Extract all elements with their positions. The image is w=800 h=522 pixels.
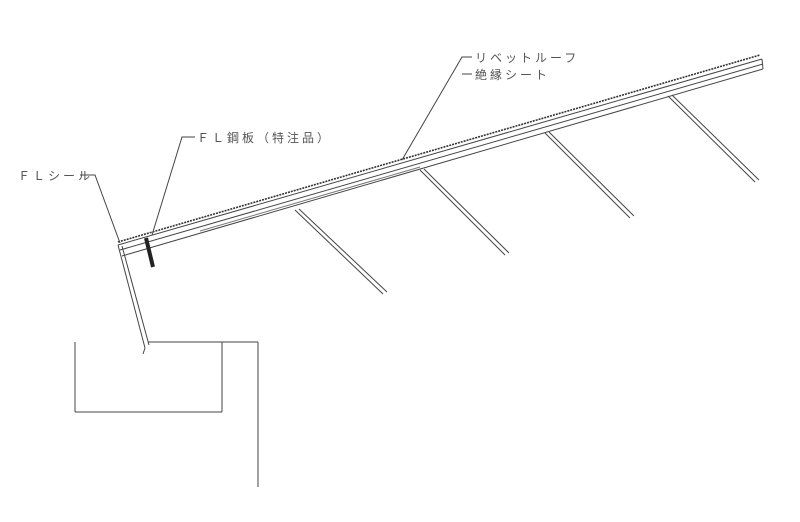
label-insulation-sheet: 絶縁シート <box>475 68 551 82</box>
purlins <box>294 94 760 295</box>
label-fl-seal: ＦＬシール <box>18 169 94 183</box>
wall-structure <box>74 341 259 487</box>
roof-panel <box>117 54 764 257</box>
screw-icon <box>144 237 155 268</box>
leader-lines <box>80 56 472 244</box>
label-fl-steel-plate: ＦＬ鋼板（特注品） <box>197 131 333 145</box>
label-rivet-roof: リベットルーフ <box>475 51 580 65</box>
eave-flashing <box>117 244 150 355</box>
